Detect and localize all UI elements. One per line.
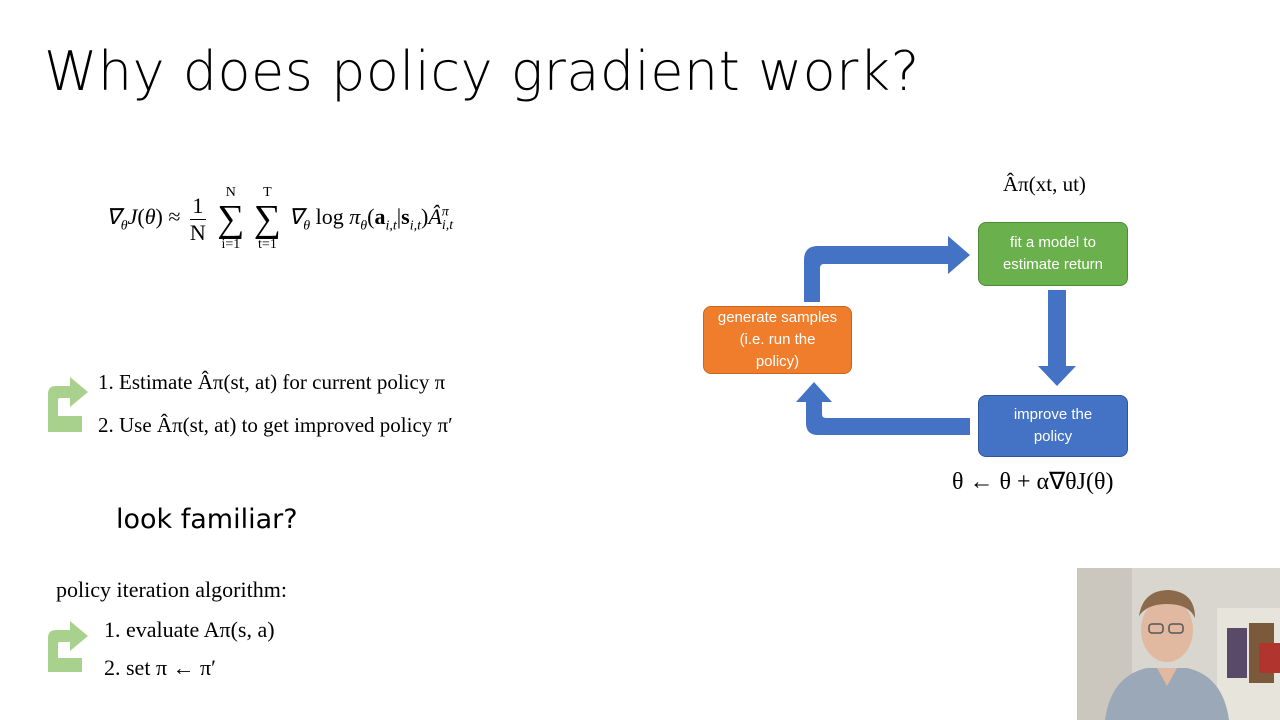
policy-gradient-equation: ∇θJ(θ) ≈ 1 N N ∑ i=1 T ∑ t=1 ∇θ log πθ(a…: [106, 186, 453, 252]
fit-model-label: fit a model to estimate return: [1002, 234, 1104, 273]
slide-title: Why does policy gradient work?: [44, 40, 920, 103]
loop-arrow-icon: [48, 621, 88, 672]
eq-frac-den: N: [189, 219, 206, 245]
arrow-down-icon: [1038, 290, 1076, 386]
eq-lhs: ∇θJ(θ) ≈: [106, 203, 181, 234]
eq-sum-i-top: N: [225, 185, 236, 200]
loop-arrow-icon: [48, 377, 88, 432]
step-improve: 2. Use Âπ(st, at) to get improved policy…: [98, 413, 453, 437]
fit-model-box: fit a model to estimate return: [978, 222, 1128, 286]
policy-iteration-title: policy iteration algorithm:: [56, 577, 287, 602]
generate-samples-box: generate samples (i.e. run the policy): [703, 306, 852, 374]
advantage-label: Âπ(xt, ut): [1003, 172, 1086, 196]
arrow-to-generate-icon: [796, 382, 970, 435]
policy-iteration-step2: 2. set π ← π′: [104, 655, 216, 680]
presenter-webcam: [1077, 568, 1280, 720]
improve-policy-box: improve the policy: [978, 395, 1128, 457]
generate-samples-label: generate samples (i.e. run the policy): [717, 309, 838, 370]
update-rule: θ ← θ + α∇θJ(θ): [952, 469, 1114, 495]
look-familiar-text: look familiar?: [116, 504, 298, 535]
improve-policy-label: improve the policy: [1013, 406, 1093, 445]
eq-frac-num: 1: [189, 193, 206, 220]
policy-iteration-step1: 1. evaluate Aπ(s, a): [104, 617, 275, 642]
eq-sum-i-bottom: i=1: [221, 237, 241, 252]
eq-sum-t: T ∑ t=1: [253, 185, 281, 252]
eq-sum-i: N ∑ i=1: [217, 185, 245, 252]
step-estimate: 1. Estimate Âπ(st, at) for current polic…: [98, 370, 446, 394]
eq-sum-t-bottom: t=1: [258, 237, 277, 252]
eq-sum-t-top: T: [263, 185, 272, 200]
arrow-to-fit-icon: [804, 236, 970, 302]
eq-fraction: 1 N: [189, 193, 206, 246]
eq-body: ∇θ log πθ(ai,t|si,t)Âπi,t: [288, 203, 454, 234]
